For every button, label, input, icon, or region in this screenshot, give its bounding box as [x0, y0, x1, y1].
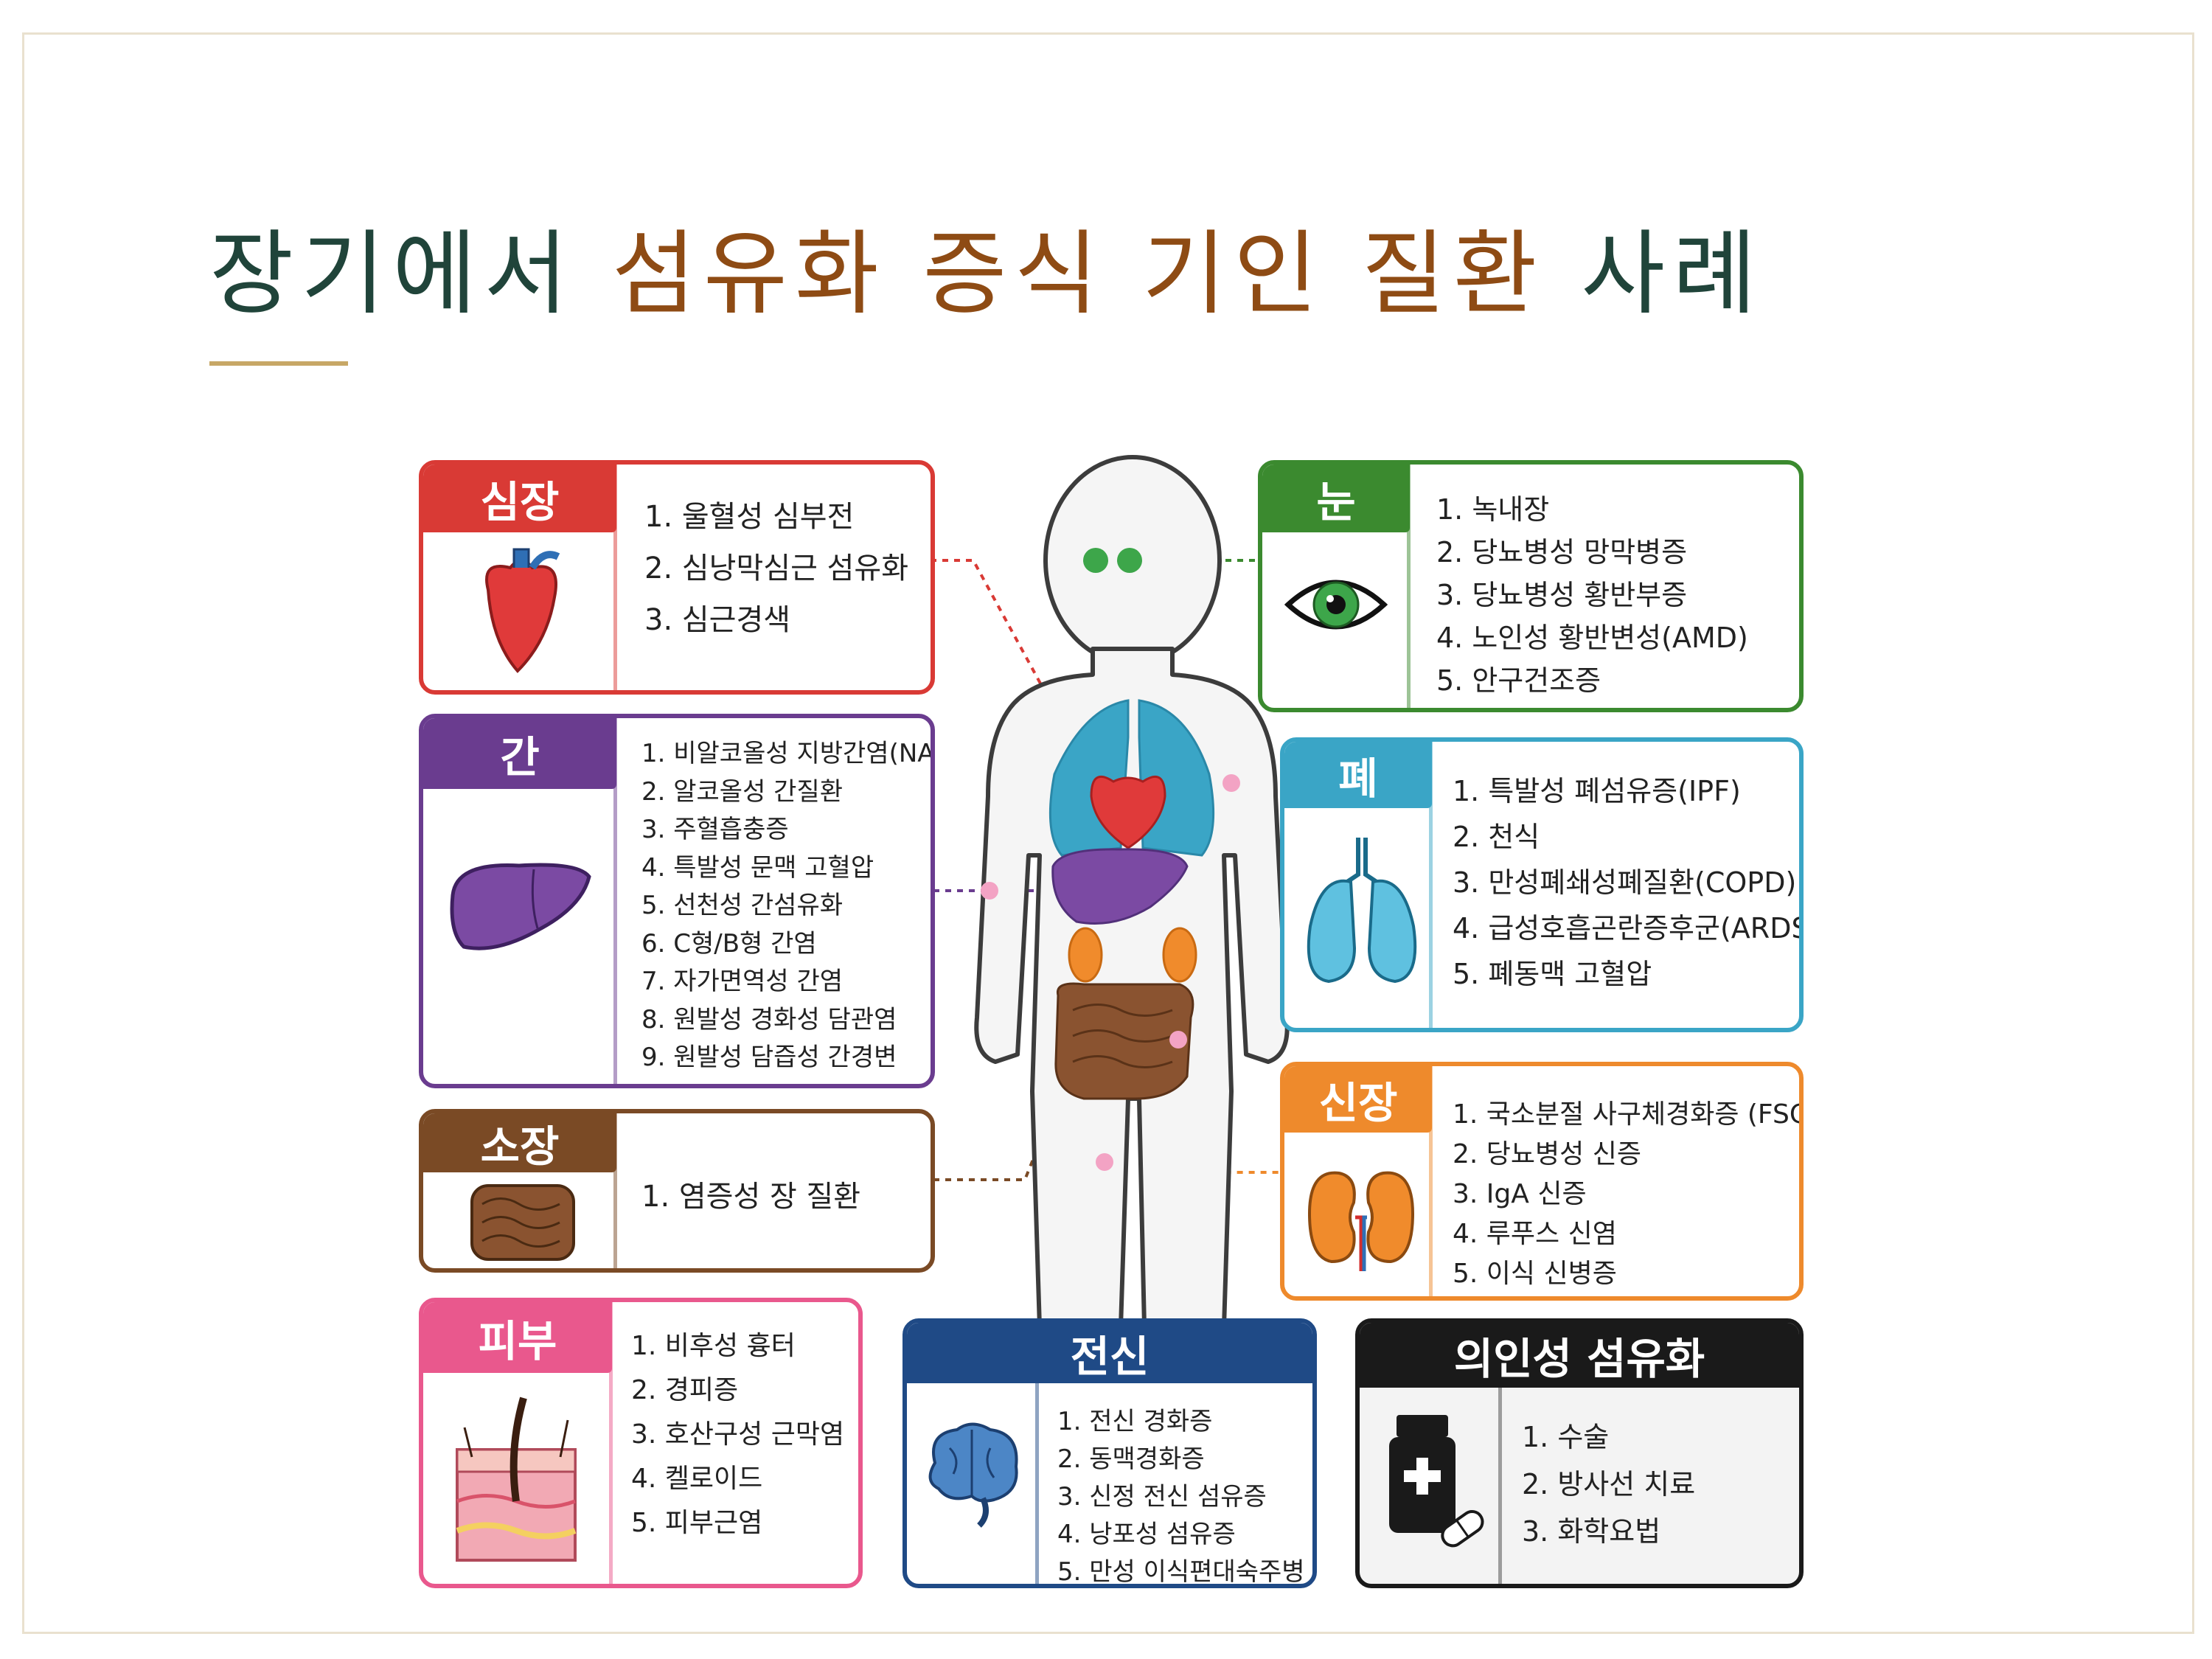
- list-item: 8. 원발성 경화성 담관염: [641, 1004, 897, 1034]
- list-item: 1. 특발성 폐섬유증(IPF): [1453, 775, 1741, 807]
- panel-lung-label: 폐: [1284, 742, 1432, 808]
- list-item: 4. 특발성 문맥 고혈압: [641, 852, 874, 883]
- list-item: 5. 선천성 간섬유화: [641, 891, 844, 920]
- panel-eye-list: 1. 녹내장 2. 당뇨병성 망막병증 3. 당뇨병성 황반부증 4. 노인성 …: [1436, 487, 1748, 700]
- list-item: 3. 신정 전신 섬유증: [1057, 1482, 1267, 1512]
- connector-kidney: [1177, 1039, 1284, 1174]
- title-highlight: 섬유화 증식 기인 질환: [611, 221, 1545, 327]
- panel-intestine: 소장 1. 염증성 장 질환: [419, 1109, 935, 1273]
- panel-heart-list: 1. 울혈성 심부전 2. 심낭막심근 섬유화 3. 심근경색: [644, 493, 908, 647]
- slide-title: 장기에서 섬유화 증식 기인 질환 사례: [209, 199, 1764, 332]
- panel-lung: 폐 1. 특발성 폐섬유증(IPF) 2. 천식 3. 만성폐쇄성폐질환(COP…: [1280, 737, 1804, 1032]
- panel-kidney-list: 1. 국소분절 사구체경화증 (FSGS) 2. 당뇨병성 신증 3. IgA …: [1453, 1093, 1804, 1292]
- list-item: 2. 동맥경화증: [1057, 1444, 1205, 1474]
- list-item: 2. 경피증: [631, 1375, 739, 1405]
- panel-iatrogenic: 의인성 섬유화 1. 수술 2. 방사선 치료 3. 화학요법: [1355, 1318, 1804, 1588]
- list-item: 3. 호산구성 근막염: [631, 1419, 845, 1450]
- list-item: 4. 급성호흡곤란증후군(ARDS): [1453, 912, 1804, 945]
- panel-kidney-label: 신장: [1284, 1066, 1432, 1133]
- panel-lung-list: 1. 특발성 폐섬유증(IPF) 2. 천식 3. 만성폐쇄성폐질환(COPD)…: [1453, 768, 1804, 997]
- list-item: 5. 이식 신병증: [1453, 1259, 1617, 1289]
- brain-icon: [928, 1422, 1018, 1528]
- list-item: 5. 안구건조증: [1436, 664, 1601, 697]
- body-kidneys: [1068, 927, 1197, 983]
- list-item: 7. 자가면역성 간염: [641, 967, 844, 996]
- list-item: 2. 당뇨병성 신증: [1453, 1139, 1641, 1169]
- panel-liver-label: 간: [423, 718, 616, 789]
- eye-dot-right: [1117, 548, 1142, 573]
- body-liver: [1051, 848, 1189, 925]
- intestine-icon: [470, 1184, 575, 1261]
- list-item: 1. 녹내장: [1436, 493, 1550, 526]
- list-item: 3. 화학요법: [1522, 1515, 1661, 1548]
- list-item: 3. 주혈흡충증: [641, 815, 789, 844]
- list-item: 1. 수술: [1522, 1421, 1610, 1453]
- list-item: 5. 만성 이식편대숙주병: [1057, 1557, 1305, 1587]
- heart-icon: [485, 548, 560, 673]
- list-item: 1. 비후성 흉터: [631, 1331, 796, 1361]
- list-item: 2. 심낭막심근 섬유화: [644, 552, 908, 585]
- panel-systemic: 전신 1. 전신 경화증 2. 동맥경화증 3. 신정 전신 섬유증 4. 낭포…: [902, 1318, 1317, 1588]
- list-item: 3. 당뇨병성 황반부증: [1436, 579, 1688, 611]
- title-part-3: 사례: [1544, 221, 1764, 327]
- list-item: 3. IgA 신증: [1453, 1179, 1587, 1209]
- panel-eye-label: 눈: [1262, 465, 1410, 532]
- title-part-1: 장기에서: [209, 221, 612, 327]
- panel-intestine-list: 1. 염증성 장 질환: [641, 1172, 860, 1215]
- list-item: 3. 심근경색: [644, 603, 791, 637]
- panel-heart: 심장 1. 울혈성 심부전 2. 심낭막심근 섬유화 3. 심근경색: [419, 460, 935, 695]
- panel-kidney: 신장 1. 국소분절 사구체경화증 (FSGS) 2. 당뇨병성 신증 3. I…: [1280, 1062, 1804, 1301]
- title-underline: [209, 361, 348, 366]
- list-item: 1. 전신 경화증: [1057, 1407, 1213, 1436]
- list-item: 6. C형/B형 간염: [641, 928, 817, 959]
- panel-systemic-list: 1. 전신 경화증 2. 동맥경화증 3. 신정 전신 섬유증 4. 낭포성 섬…: [1057, 1401, 1305, 1587]
- list-item: 2. 방사선 치료: [1522, 1468, 1696, 1500]
- eye-dot-left: [1083, 548, 1108, 573]
- list-item: 3. 만성폐쇄성폐질환(COPD): [1453, 866, 1797, 899]
- panel-iatrogenic-list: 1. 수술 2. 방사선 치료 3. 화학요법: [1522, 1414, 1695, 1556]
- body-heart: [1090, 775, 1166, 849]
- list-item: 1. 염증성 장 질환: [641, 1180, 861, 1214]
- list-item: 9. 원발성 담즙성 간경변: [641, 1043, 897, 1072]
- kidney-icon: [1307, 1171, 1415, 1271]
- list-item: 1. 비알코올성 지방간염(NASH): [641, 739, 935, 768]
- list-item: 1. 국소분절 사구체경화증 (FSGS): [1453, 1099, 1804, 1130]
- list-item: 1. 울혈성 심부전: [644, 500, 855, 534]
- panel-liver-list: 1. 비알코올성 지방간염(NASH) 2. 알코올성 간질환 3. 주혈흡충증…: [641, 733, 935, 1075]
- liver-icon: [450, 863, 591, 950]
- panel-heart-label: 심장: [423, 465, 616, 532]
- lungs-icon: [1307, 838, 1417, 984]
- panel-skin: 피부 1. 비후성 흉터 2. 경피증 3. 호산구성 근막염 4. 켈로이드 …: [419, 1298, 863, 1588]
- list-item: 2. 천식: [1453, 821, 1540, 853]
- eye-icon: [1284, 580, 1388, 630]
- panel-eye: 눈 1. 녹내장 2. 당뇨병성 망막병증 3. 당뇨병성 황반부증 4. 노인…: [1258, 460, 1804, 712]
- panel-skin-list: 1. 비후성 흉터 2. 경피증 3. 호산구성 근막염 4. 켈로이드 5. …: [631, 1324, 844, 1545]
- list-item: 2. 알코올성 간질환: [641, 776, 844, 807]
- medicine-bottle-icon: [1389, 1415, 1484, 1548]
- panel-intestine-label: 소장: [423, 1113, 616, 1172]
- panel-systemic-label: 전신: [907, 1323, 1312, 1383]
- panel-iatrogenic-label: 의인성 섬유화: [1360, 1323, 1799, 1388]
- body-intestines: [1054, 982, 1194, 1100]
- skin-icon: [456, 1397, 577, 1562]
- panel-skin-label: 피부: [423, 1302, 612, 1373]
- list-item: 2. 당뇨병성 망막병증: [1436, 536, 1688, 568]
- panel-liver: 간 1. 비알코올성 지방간염(NASH) 2. 알코올성 간질환 3. 주혈흡…: [419, 714, 935, 1088]
- list-item: 5. 피부근염: [631, 1508, 763, 1538]
- list-item: 4. 켈로이드: [631, 1464, 763, 1494]
- list-item: 5. 폐동맥 고혈압: [1453, 958, 1652, 990]
- list-item: 4. 낭포성 섬유증: [1057, 1520, 1236, 1549]
- list-item: 4. 루푸스 신염: [1453, 1219, 1617, 1249]
- list-item: 4. 노인성 황반변성(AMD): [1436, 622, 1748, 654]
